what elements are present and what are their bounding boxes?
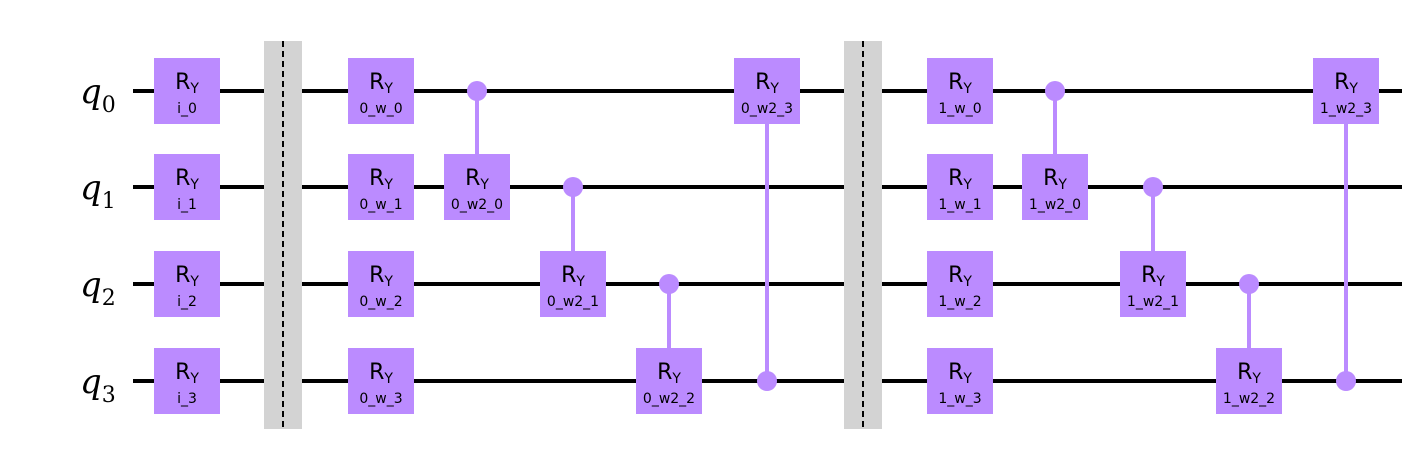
control-dot-0_w2_3 [757, 371, 777, 391]
ry-gate-1_w2_0: RY 1_w2_0 [1022, 154, 1088, 220]
gates-layer: RYi_0RYi_1RYi_2RYi_3RY0_w_0RY0_w_1RY0_w_… [154, 58, 1379, 414]
control-dot-1_w2_1 [1143, 177, 1163, 197]
gate-name: RY [948, 166, 972, 193]
ry-gate-0_w2_1: RY 0_w2_1 [540, 251, 606, 317]
control-dot-1_w2_3 [1336, 371, 1356, 391]
gate-name: RY [175, 263, 199, 290]
ry-gate-i_2: RY i_2 [154, 251, 220, 317]
gate-box [1120, 251, 1186, 317]
gate-name: RY [175, 360, 199, 387]
gate-parameter: i_0 [177, 101, 197, 117]
gate-parameter: 0_w_1 [359, 197, 402, 213]
gate-name: RY [755, 70, 779, 97]
ry-gate-0_w_3: RY 0_w_3 [348, 348, 414, 414]
gate-name: RY [1043, 166, 1067, 193]
ry-gate-1_w_2: RY 1_w_2 [927, 251, 993, 317]
gate-box [927, 154, 993, 220]
gate-box [154, 154, 220, 220]
control-dot-1_w2_2 [1239, 274, 1259, 294]
gate-parameter: 1_w_1 [938, 197, 981, 213]
gate-box [927, 348, 993, 414]
control-dot-1_w2_0 [1045, 81, 1065, 101]
gate-parameter: 1_w_0 [938, 101, 981, 117]
gate-name: RY [465, 166, 489, 193]
gate-parameter: 1_w_2 [938, 294, 981, 310]
ry-gate-0_w2_3: RY 0_w2_3 [734, 58, 800, 124]
gate-name: RY [948, 70, 972, 97]
gate-name: RY [948, 263, 972, 290]
ry-gate-1_w_3: RY 1_w_3 [927, 348, 993, 414]
gate-box [1022, 154, 1088, 220]
gate-box [348, 154, 414, 220]
gate-box [540, 251, 606, 317]
gate-parameter: 1_w_3 [938, 391, 981, 407]
ry-gate-0_w2_0: RY 0_w2_0 [444, 154, 510, 220]
qubit-label-q1: q1 [80, 168, 116, 214]
ry-gate-1_w2_2: RY 1_w2_2 [1216, 348, 1282, 414]
gate-parameter: 0_w2_0 [451, 197, 503, 213]
gate-parameter: 1_w2_0 [1029, 197, 1081, 213]
gate-box [1216, 348, 1282, 414]
gate-box [927, 251, 993, 317]
gate-parameter: 1_w2_1 [1127, 294, 1179, 310]
gate-name: RY [369, 166, 393, 193]
gate-parameter: 0_w_2 [359, 294, 402, 310]
gate-parameter: 0_w_3 [359, 391, 402, 407]
qubit-label-q2: q2 [80, 265, 116, 311]
barriers-layer [264, 41, 882, 429]
gate-box [734, 58, 800, 124]
qubit-label-q0: q0 [80, 72, 116, 118]
gate-name: RY [369, 360, 393, 387]
gate-name: RY [1334, 70, 1358, 97]
gate-parameter: i_3 [177, 391, 197, 407]
gate-box [154, 58, 220, 124]
gate-box [636, 348, 702, 414]
gate-name: RY [1237, 360, 1261, 387]
gate-box [348, 348, 414, 414]
ry-gate-1_w_0: RY 1_w_0 [927, 58, 993, 124]
ry-gate-i_1: RY i_1 [154, 154, 220, 220]
gate-name: RY [657, 360, 681, 387]
gate-box [348, 251, 414, 317]
gate-box [348, 58, 414, 124]
ry-gate-0_w2_2: RY 0_w2_2 [636, 348, 702, 414]
gate-name: RY [948, 360, 972, 387]
qubit-label-q3: q3 [80, 362, 116, 408]
gate-box [154, 251, 220, 317]
ry-gate-i_0: RY i_0 [154, 58, 220, 124]
gate-parameter: 0_w2_3 [741, 101, 793, 117]
ry-gate-i_3: RY i_3 [154, 348, 220, 414]
ry-gate-0_w_0: RY 0_w_0 [348, 58, 414, 124]
gate-parameter: i_1 [177, 197, 197, 213]
gate-parameter: 1_w2_3 [1320, 101, 1372, 117]
ry-gate-0_w_1: RY 0_w_1 [348, 154, 414, 220]
barrier [844, 41, 882, 429]
ry-gate-1_w2_1: RY 1_w2_1 [1120, 251, 1186, 317]
gate-box [1313, 58, 1379, 124]
gate-name: RY [175, 70, 199, 97]
gate-name: RY [175, 166, 199, 193]
gate-box [154, 348, 220, 414]
gate-box [444, 154, 510, 220]
ry-gate-1_w_1: RY 1_w_1 [927, 154, 993, 220]
gate-parameter: i_2 [177, 294, 197, 310]
ry-gate-0_w_2: RY 0_w_2 [348, 251, 414, 317]
gate-parameter: 0_w2_2 [643, 391, 695, 407]
control-dot-0_w2_1 [563, 177, 583, 197]
control-dot-0_w2_0 [467, 81, 487, 101]
barrier [264, 41, 302, 429]
gate-name: RY [1141, 263, 1165, 290]
gate-name: RY [369, 263, 393, 290]
gate-parameter: 0_w_0 [359, 101, 402, 117]
gate-parameter: 0_w2_1 [547, 294, 599, 310]
qubit-labels-layer: q0 q1 q2 q3 [80, 72, 116, 408]
gate-name: RY [561, 263, 585, 290]
gate-parameter: 1_w2_2 [1223, 391, 1275, 407]
gate-name: RY [369, 70, 393, 97]
control-dot-0_w2_2 [659, 274, 679, 294]
ry-gate-1_w2_3: RY 1_w2_3 [1313, 58, 1379, 124]
gate-box [927, 58, 993, 124]
